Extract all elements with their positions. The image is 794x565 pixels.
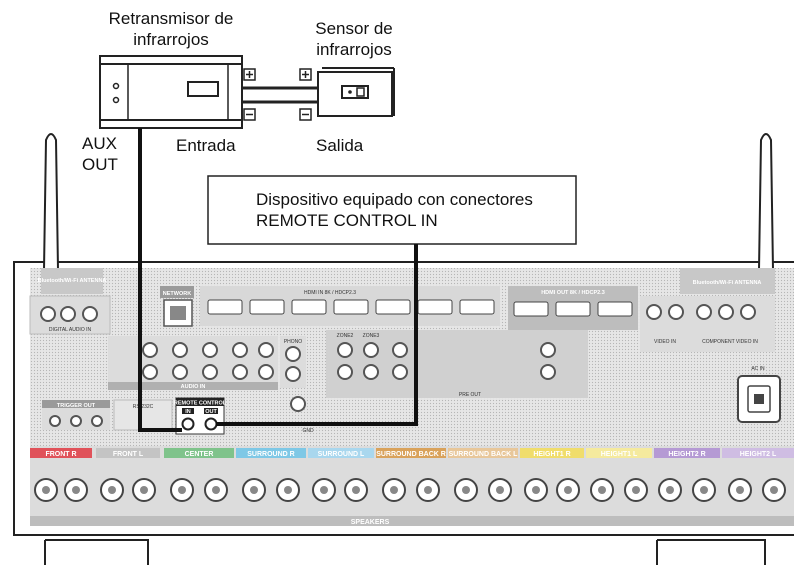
speaker-group-surround-back-r: SURROUND BACK R	[376, 448, 446, 458]
zone3-label: ZONE3	[363, 333, 380, 339]
remote-control-block: REMOTE CONTROL IN OUT	[174, 397, 227, 435]
speaker-label-front-l: FRONT L	[113, 451, 144, 458]
zone2-label: ZONE2	[337, 333, 354, 339]
speaker-label-surround-back-l: SURROUND BACK L	[449, 451, 519, 458]
gnd-label: GND	[302, 428, 314, 434]
aux-out-label: AUX OUT	[82, 134, 118, 174]
speaker-label-front-r: FRONT R	[45, 451, 76, 458]
remote-cables	[138, 128, 418, 432]
repeater-label: Retransmisor de infrarrojos	[108, 9, 234, 49]
right-foot	[656, 539, 766, 565]
aux-out-cable	[138, 128, 182, 432]
audio-in-label: AUDIO IN	[181, 384, 206, 390]
speaker-group-surround-r: SURROUND R	[236, 448, 306, 458]
rc-out-label: OUT	[205, 409, 217, 415]
hdmi-in-5[interactable]	[375, 299, 411, 315]
pre-out-block: ZONE2 ZONE3 PRE OUT	[326, 330, 588, 398]
callout-box	[207, 175, 577, 245]
rs232c-block: RS-232C	[113, 399, 173, 431]
speaker-label-surround-back-r: SURROUND BACK R	[376, 451, 446, 458]
audio-in-block: AUDIO IN	[108, 336, 278, 390]
remote-out-jack[interactable]	[204, 417, 218, 431]
video-component-block: VIDEO IN COMPONENT VIDEO IN	[640, 296, 775, 352]
coaxial-jack[interactable]	[40, 306, 56, 322]
remote-in-cable	[216, 244, 418, 426]
salida-label: Salida	[316, 136, 364, 155]
hdmi-in-7[interactable]	[459, 299, 495, 315]
callout-text: Dispositivo equipado con conectores REMO…	[256, 190, 533, 230]
speakers-label: SPEAKERS	[351, 519, 390, 526]
hdmi-out-3[interactable]	[597, 301, 633, 317]
digital-audio-block: DIGITAL AUDIO IN	[29, 295, 111, 335]
speaker-group-height1-l: HEIGHT1 L	[586, 448, 652, 458]
hdmi-in-block: HDMI IN 8K / HDCP2.3	[200, 286, 500, 326]
digital-audio-label: DIGITAL AUDIO IN	[49, 327, 92, 333]
component-video-label: COMPONENT VIDEO IN	[702, 339, 758, 345]
rc-in-label: IN	[185, 409, 191, 415]
remote-in-jack[interactable]	[181, 417, 195, 431]
ir-sensor-device	[317, 67, 395, 117]
hdmi-out-2[interactable]	[555, 301, 591, 317]
speaker-group-front-r: FRONT R	[30, 448, 92, 458]
hdmi-out-1[interactable]	[513, 301, 549, 317]
optical-jack-1[interactable]	[60, 306, 76, 322]
video-in-label: VIDEO IN	[654, 339, 676, 345]
gnd-terminal: GND	[290, 396, 314, 434]
speaker-group-surround-back-l: SURROUND BACK L	[448, 448, 518, 458]
hdmi-in-2[interactable]	[249, 299, 285, 315]
speaker-label-surround-l: SURROUND L	[318, 451, 365, 458]
speaker-label-height1-l: HEIGHT1 L	[601, 451, 638, 458]
speaker-group-height1-r: HEIGHT1 R	[520, 448, 584, 458]
speaker-label-height2-r: HEIGHT2 R	[668, 451, 705, 458]
repeater-display	[187, 81, 219, 97]
phono-label: PHONO	[284, 339, 302, 345]
speaker-terminals: FRONT R FRONT L CENTER SURROUND R SURROU…	[30, 446, 794, 526]
speaker-group-height2-l: HEIGHT2 L	[722, 448, 794, 458]
speaker-label-height1-r: HEIGHT1 R	[533, 451, 570, 458]
pre-out-label: PRE OUT	[459, 392, 481, 398]
speaker-group-center: CENTER	[164, 448, 234, 458]
hdmi-in-6[interactable]	[417, 299, 453, 315]
antenna-left: Bluetooth/Wi-Fi ANTENNA	[38, 133, 107, 294]
speaker-group-height2-r: HEIGHT2 R	[654, 448, 720, 458]
hdmi-in-label: HDMI IN 8K / HDCP2.3	[304, 290, 356, 296]
phono-block: PHONO	[280, 336, 306, 388]
ir-repeater-device	[99, 55, 243, 129]
hdmi-in-4[interactable]	[333, 299, 369, 315]
trigger-out-label: TRIGGER OUT	[57, 403, 96, 409]
bt-antenna-left-label: Bluetooth/Wi-Fi ANTENNA	[38, 278, 107, 284]
trigger-out-block: TRIGGER OUT	[42, 400, 110, 430]
hdmi-out-label: HDMI OUT 8K / HDCP2.3	[541, 290, 605, 296]
optical-jack-2[interactable]	[82, 306, 98, 322]
bt-antenna-right-label: Bluetooth/Wi-Fi ANTENNA	[693, 280, 762, 286]
hdmi-in-1[interactable]	[207, 299, 243, 315]
hdmi-in-3[interactable]	[291, 299, 327, 315]
network-label: NETWORK	[163, 291, 191, 297]
left-foot	[44, 539, 149, 565]
remote-control-label: REMOTE CONTROL	[174, 401, 227, 407]
speaker-group-surround-l: SURROUND L	[308, 448, 374, 458]
ac-inlet: AC IN	[737, 366, 781, 423]
antenna-right: Bluetooth/Wi-Fi ANTENNA	[680, 133, 775, 294]
speaker-label-height2-l: HEIGHT2 L	[740, 451, 777, 458]
speaker-label-surround-r: SURROUND R	[247, 451, 294, 458]
speaker-label-center: CENTER	[185, 451, 214, 458]
network-port: NETWORK	[160, 286, 194, 327]
repeater-sensor-wires	[242, 68, 318, 121]
entrada-label: Entrada	[176, 136, 236, 155]
hdmi-input-jacks	[207, 299, 495, 315]
hdmi-out-block: HDMI OUT 8K / HDCP2.3	[508, 286, 638, 330]
ac-in-label: AC IN	[751, 366, 765, 372]
sensor-label: Sensor de infrarrojos	[315, 19, 393, 59]
speaker-group-front-l: FRONT L	[96, 448, 160, 458]
rs232c-label: RS-232C	[133, 404, 154, 410]
